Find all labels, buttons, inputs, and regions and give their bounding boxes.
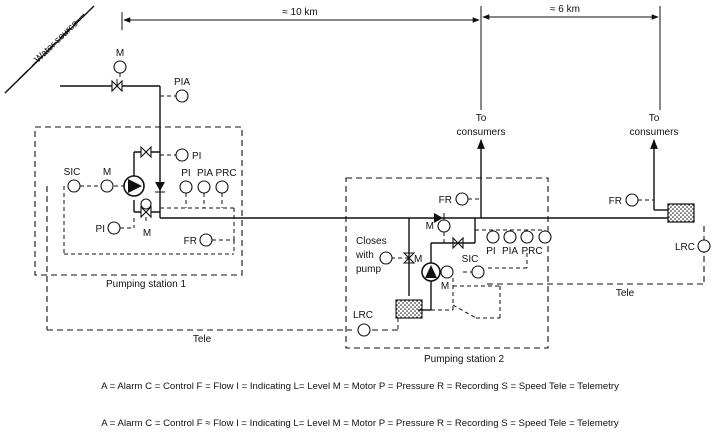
prc-station2-instrument <box>520 230 534 244</box>
valve-discharge-lower <box>140 205 152 219</box>
tag-sic-station1: SIC <box>64 167 81 178</box>
consumers-right-line2: consumers <box>630 127 679 138</box>
tag-m-low: M <box>143 228 151 239</box>
legend-line-2: A = Alarm C = Control F ≈ Flow I = Indic… <box>101 418 619 429</box>
lrc-station2-instrument <box>357 323 371 337</box>
pia-intake-instrument <box>175 89 189 103</box>
motor-valve-upper-instrument <box>437 219 451 233</box>
pi-suction-instrument <box>107 221 121 235</box>
tag-pia-intake: PIA <box>174 77 190 88</box>
pia-station2-instrument <box>503 230 517 244</box>
station2-pipework <box>395 218 476 319</box>
fr-station1-instrument <box>199 233 213 247</box>
check-valve-station1 <box>155 182 165 193</box>
motor-pump-station2-instrument <box>440 265 454 279</box>
closes-line3: pump <box>356 264 381 275</box>
instruments-station2: FR Closes with pump M M PI PIA PRC M SIC… <box>353 192 552 337</box>
pi-station1-instrument <box>179 180 193 194</box>
station2-label: Pumping station 2 <box>424 354 504 365</box>
consumers-left-line1: To <box>476 113 487 124</box>
tag-prc: PRC <box>215 168 236 179</box>
tag-fr-station2: FR <box>439 195 452 206</box>
motor-pump-station1-instrument <box>100 179 114 193</box>
valve-discharge-upper <box>140 145 152 159</box>
motor-valve-lower-instrument <box>140 198 152 210</box>
extra-station2-instrument <box>538 230 552 244</box>
tag-lrc-station2: LRC <box>353 310 373 321</box>
tag-pia-a: PIA <box>197 168 213 179</box>
water-source-label: Water source <box>32 18 80 65</box>
tag-prc-station2: PRC <box>521 246 542 257</box>
closes-line1: Closes <box>356 236 387 247</box>
tele-right-label: Tele <box>616 288 635 299</box>
distance-right-label: ≈ 6 km <box>550 4 580 15</box>
tag-fr-station1: FR <box>184 236 197 247</box>
closes-line2: with <box>355 250 374 261</box>
pia-station1-instrument <box>197 180 211 194</box>
tag-pia-station2: PIA <box>502 246 518 257</box>
legend-line-1: A = Alarm C = Control F = Flow I = Indic… <box>101 381 619 392</box>
water-source: Water source <box>4 5 95 94</box>
station1-boundary <box>34 126 243 276</box>
tag-m-valve: M <box>414 254 422 265</box>
motor-valve-intake-instrument <box>113 60 127 74</box>
motor-valve-closes-instrument <box>379 251 393 265</box>
tag-m-intake: M <box>116 48 124 59</box>
tag-pi-station2: PI <box>486 246 495 257</box>
tag-pi-a: PI <box>181 168 190 179</box>
sic-station2-instrument <box>471 265 485 279</box>
tag-m-motor-station1: M <box>103 167 111 178</box>
valve-intake <box>111 79 123 93</box>
tag-m-upper: M <box>426 221 434 232</box>
tag-sic-station2: SIC <box>462 254 479 265</box>
sic-station1-instrument <box>67 179 81 193</box>
station1-label: Pumping station 1 <box>106 279 186 290</box>
tele-left-label: Tele <box>193 334 212 345</box>
station2-boundary <box>345 177 549 349</box>
reservoir-far-end <box>667 203 695 223</box>
fr-station2-instrument <box>455 192 469 206</box>
pump-station1 <box>123 175 145 197</box>
station1-signal-lines <box>63 73 235 255</box>
pump-station2 <box>421 262 441 282</box>
tag-pi-low: PI <box>96 224 105 235</box>
consumers-right-line1: To <box>649 113 660 124</box>
tag-lrc-far-end: LRC <box>675 242 695 253</box>
tag-fr-far-end: FR <box>609 196 622 207</box>
consumers-left-line2: consumers <box>457 127 506 138</box>
pi-discharge-instrument <box>175 148 189 162</box>
lrc-far-end-instrument <box>697 239 711 253</box>
instruments-far-end: FR LRC <box>609 193 711 253</box>
tag-m-motor-station2: M <box>441 281 449 292</box>
tag-pi-discharge: PI <box>192 151 201 162</box>
instruments-station1: M PIA PI SIC M PI PIA PRC PI M FR <box>64 48 237 247</box>
distance-left-label: ≈ 10 km <box>282 7 318 18</box>
fr-far-end-instrument <box>625 193 639 207</box>
prc-station1-instrument <box>215 180 229 194</box>
pi-station2-instrument <box>486 230 500 244</box>
distance-dimensions: ≈ 10 km ≈ 6 km <box>121 4 661 110</box>
